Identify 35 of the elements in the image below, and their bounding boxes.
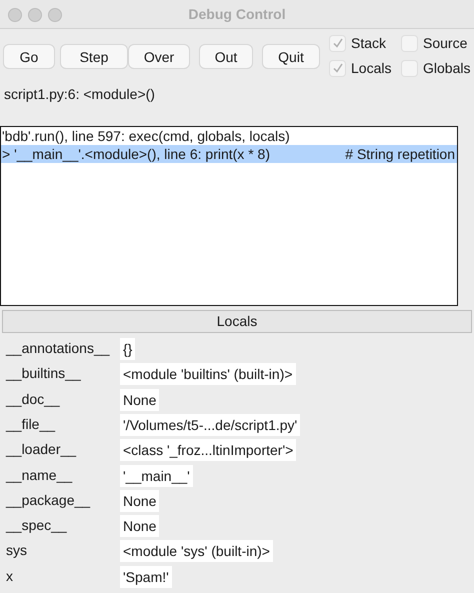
toolbar-button: Quit — [263, 45, 319, 68]
variable-value: {} — [120, 338, 136, 360]
stack-frame-text: 'bdb'.run(), line 597: exec(cmd, globals, locals) — [2, 127, 290, 145]
variable-name: __loader__ — [6, 441, 76, 458]
variable-value: <class '_froz...ltinImporter'> — [120, 439, 296, 462]
window-title: Debug Control — [188, 6, 286, 22]
checkbox-label: Source — [423, 35, 468, 51]
toolbar-button: Step — [61, 45, 127, 68]
variable-value: None — [120, 490, 160, 512]
toolbar-button: Go — [4, 45, 54, 68]
checkbox-label: Globals — [423, 60, 470, 76]
code-comment: # String repetition — [345, 145, 456, 163]
toolbar-button: Over — [129, 45, 189, 68]
status-text: script1.py:6: <module>() — [4, 86, 155, 102]
variable-name: __file__ — [6, 416, 56, 432]
variable-value: None — [120, 515, 160, 538]
checkbox-label: Stack — [351, 35, 386, 51]
variable-name: __name__ — [6, 466, 72, 482]
variable-name: __annotations__ — [6, 340, 110, 356]
variable-name: __package__ — [6, 492, 90, 508]
variable-value: <module 'builtins' (built-in)> — [120, 363, 296, 386]
toolbar-button: Out — [200, 45, 252, 68]
checkbox-label: Locals — [351, 60, 392, 76]
variable-value: <module 'sys' (built-in)> — [120, 540, 273, 562]
variable-value: '/Volumes/t5-...de/script1.py' — [120, 414, 300, 436]
variable-name: sys — [6, 542, 27, 558]
variable-name: __builtins__ — [6, 365, 81, 382]
variable-name: x — [6, 568, 13, 584]
stack-frame-text: > '__main__'.<module>(), line 6: print(x * 8) — [2, 145, 270, 163]
panel-header: Locals — [2, 310, 472, 333]
variable-name: __doc__ — [6, 390, 60, 407]
variable-value: '__main__' — [120, 464, 193, 486]
variable-value: None — [120, 388, 160, 411]
variable-name: __spec__ — [6, 517, 67, 534]
variable-value: 'Spam!' — [120, 566, 172, 588]
